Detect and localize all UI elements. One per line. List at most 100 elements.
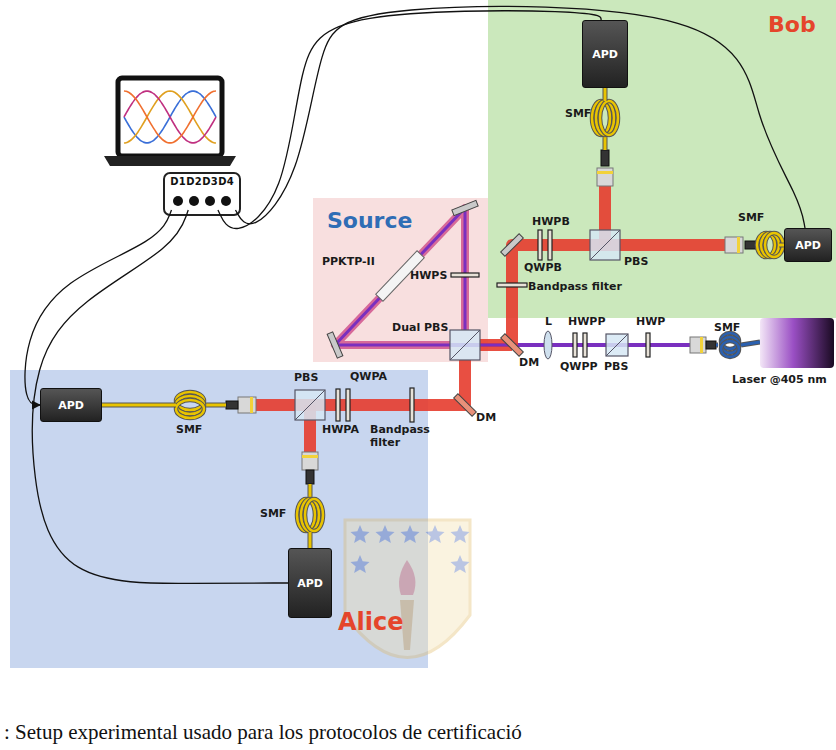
fiber-coil [721, 341, 739, 357]
fiber-coil [176, 400, 204, 418]
emblem-star [450, 525, 469, 543]
optical-fiber [741, 342, 760, 345]
fiber-connector [706, 341, 716, 349]
beam [335, 208, 465, 345]
part-label: QWPB [524, 262, 562, 275]
pbs-cube-diagonal [590, 230, 620, 260]
laser-head [760, 318, 834, 368]
region-title: Alice [338, 608, 404, 636]
optical-fiber [741, 342, 760, 345]
fiber-coupler [725, 237, 743, 253]
optical-fiber [206, 403, 226, 408]
signal-curve [124, 91, 216, 143]
emblem-star [450, 555, 469, 573]
optical-fiber [309, 532, 312, 548]
signal-cable [218, 11, 601, 229]
part-label: PBS [294, 372, 318, 385]
apd-label: APD [58, 399, 84, 412]
part-label: L [545, 316, 552, 329]
input-label: D3 [202, 176, 217, 188]
signal-cable [32, 210, 288, 583]
emblem-shield [345, 520, 470, 658]
pbs-cube [295, 390, 325, 420]
half-wave-plate [336, 389, 340, 421]
fiber-coil [600, 101, 618, 135]
coupler-band [250, 397, 253, 413]
pbs-cube [590, 230, 620, 260]
fiber-coil [305, 499, 323, 531]
quarter-wave-plate [573, 333, 577, 357]
fiber-coil [305, 499, 323, 531]
fiber-connector [226, 401, 238, 409]
optical-fiber [309, 484, 312, 498]
input-jack [189, 196, 199, 206]
emblem-torch [400, 600, 414, 650]
apd-detector: APD [288, 548, 332, 618]
light-beams [255, 186, 730, 452]
half-wave-plate [646, 333, 650, 357]
signal-curve [124, 91, 216, 143]
input-label: D1 [170, 176, 185, 188]
bandpass-filter [497, 283, 527, 287]
optical-fiber [716, 343, 718, 348]
optical-fiber [308, 532, 313, 548]
signal-curve [124, 91, 216, 143]
pbs-cube [606, 334, 628, 356]
coupler-band [302, 455, 318, 458]
apd-label: APD [297, 577, 323, 590]
signal-cable [235, 6, 804, 228]
mirror [452, 200, 478, 215]
part-label: SMF [176, 424, 202, 437]
part-label: SMF [260, 508, 286, 521]
pbs-cube-diagonal [295, 390, 325, 420]
laptop-computer [104, 78, 240, 215]
fiber-connector [306, 470, 314, 484]
pbs-cube-diagonal [606, 334, 628, 356]
apd-label: APD [592, 48, 618, 61]
part-label: HWPA [322, 424, 359, 437]
beam [255, 360, 465, 405]
counter-box [164, 173, 240, 215]
dual-pbs-diagonal [450, 330, 480, 360]
part-label: Laser @405 nm [732, 374, 827, 387]
part-label: HWPB [532, 216, 570, 229]
laptop-screen [118, 78, 222, 156]
part-label: SMF [714, 322, 740, 335]
fiber-coupler [690, 337, 706, 353]
optical-fiber [779, 244, 784, 247]
part-label: DM [519, 357, 539, 370]
half-wave-plate [583, 333, 587, 357]
fiber-coil [765, 233, 783, 257]
beam [512, 245, 730, 345]
emblem-flame [399, 560, 415, 595]
emblem-star [350, 555, 369, 573]
optical-fiber [308, 484, 313, 498]
mirror [327, 332, 343, 358]
optical-fiber [716, 344, 718, 347]
lens [544, 331, 552, 359]
part-label: Bandpass filter [370, 424, 434, 449]
emblem-star [425, 525, 444, 543]
fiber-connector [601, 150, 609, 166]
emblem-star [350, 525, 369, 543]
fiber-coil [600, 101, 618, 135]
optical-fiber [604, 88, 607, 101]
dichroic-mirror [454, 394, 477, 417]
region-title: Source [327, 208, 412, 233]
region-title: Bob [768, 12, 816, 37]
apd-label: APD [795, 239, 821, 252]
signal-cable [25, 210, 172, 405]
part-label: SMF [738, 212, 764, 225]
optical-fiber [102, 404, 176, 407]
coupler-band [700, 337, 703, 353]
signal-curve [124, 91, 216, 143]
fiber-coupler [302, 452, 318, 470]
optical-fiber [102, 403, 176, 408]
dual-pbs [450, 330, 480, 360]
part-label: HWPS [410, 270, 447, 283]
input-label: D2 [186, 176, 201, 188]
part-label: QWPA [350, 371, 387, 384]
part-label: HWP [636, 316, 665, 329]
